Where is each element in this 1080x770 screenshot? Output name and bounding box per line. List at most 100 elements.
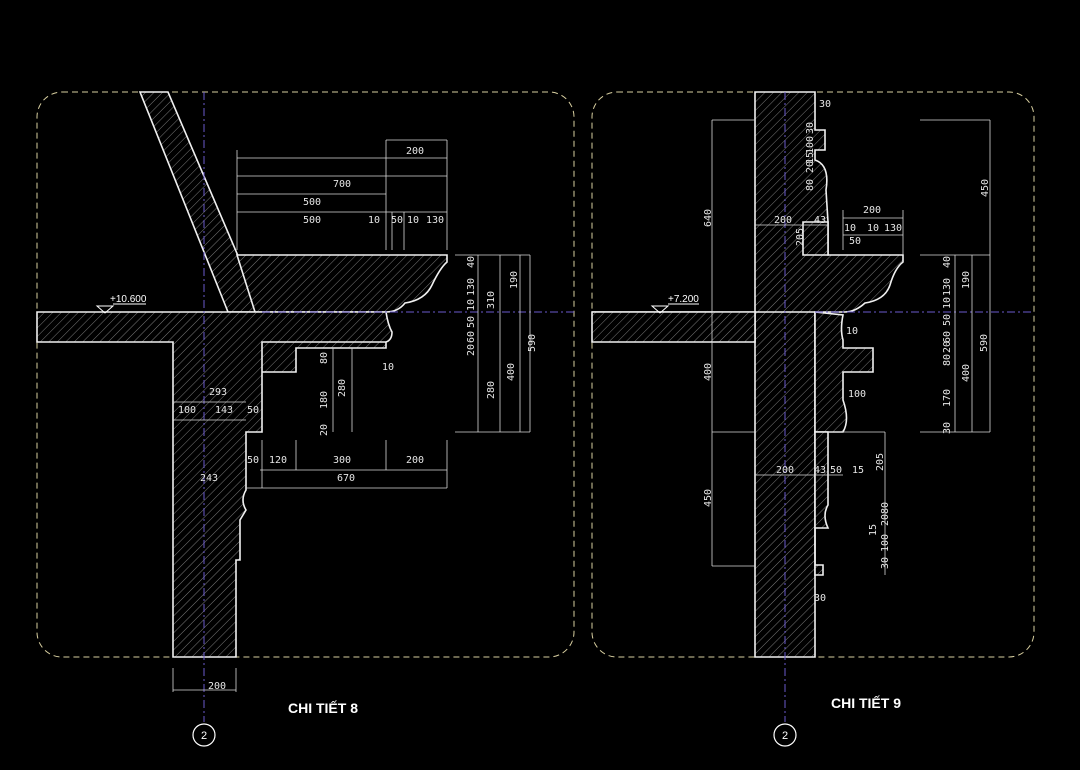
dimension-label: 200 [406, 146, 424, 157]
dimension-label: 50 [942, 314, 953, 326]
grid-axis-label: 2 [782, 730, 788, 742]
dimension-label: 30 [819, 99, 831, 110]
dimension-label: 300 [333, 455, 351, 466]
dimension-label: 30 [805, 122, 816, 134]
dimension-label: 80 [319, 352, 330, 364]
inclined-roof-slab [138, 91, 264, 313]
dimension-label: 180 [319, 391, 330, 409]
dimension-label: 60 [466, 331, 477, 343]
dimension-label: 143 [215, 405, 233, 416]
dimension-label: 20 [942, 341, 953, 353]
floor-slab-and-moulding [592, 221, 874, 433]
dimension-label: 640 [703, 209, 714, 227]
dimension-label: 130 [466, 278, 477, 296]
detail-title: CHI TIẾT 9 [831, 695, 901, 711]
dimension-label: 40 [942, 256, 953, 268]
dimension-label: 700 [333, 179, 351, 190]
dimension-label: 243 [200, 473, 218, 484]
dimension-label: 15 [852, 465, 864, 476]
dimension-label: 50 [466, 316, 477, 328]
dimension-label: 500 [303, 197, 321, 208]
dimension-label: 170 [942, 389, 953, 407]
dimension-label: 10 [942, 297, 953, 309]
grid-axis-bubble [773, 723, 797, 747]
detail-title: CHI TIẾT 8 [288, 700, 358, 716]
dimension-label: 30 [814, 593, 826, 604]
dimension-label: 100 [805, 136, 816, 154]
dimension-label: 10 [382, 362, 394, 373]
dimension-label: 10 [466, 299, 477, 311]
dimension-label: 10 [368, 215, 380, 226]
level-label: +7.200 [668, 294, 699, 305]
dimension-lines [172, 139, 531, 692]
detail-9-section: +7.200 2 CHI TIẾT 9 [591, 91, 1034, 747]
dimension-label: 310 [486, 291, 497, 309]
level-label: +10.600 [110, 294, 147, 305]
dimension-label: 450 [980, 179, 991, 197]
dimension-lines [711, 119, 991, 575]
dimension-label: 500 [303, 215, 321, 226]
detail-8-section: +10.600 2 CHI TIẾT 8 [36, 91, 574, 747]
dimension-label: 20 [319, 424, 330, 436]
dimension-label: 130 [942, 278, 953, 296]
dimension-label: 20 [880, 514, 891, 526]
dimension-label: 50 [391, 215, 403, 226]
dimension-label: 590 [527, 334, 538, 352]
detail-8-frame [36, 91, 575, 658]
dimension-label: 80 [880, 502, 891, 514]
dimension-label: 50 [247, 405, 259, 416]
dimension-label: 590 [979, 334, 990, 352]
dimension-label: 43 [814, 465, 826, 476]
dimension-label: 20 [466, 344, 477, 356]
dimension-label: 280 [486, 381, 497, 399]
dimension-label: 130 [884, 223, 902, 234]
dimension-label: 200 [776, 465, 794, 476]
dimension-label: 400 [506, 363, 517, 381]
dimension-label: 100 [178, 405, 196, 416]
dimension-label: 15 [805, 152, 816, 164]
dimension-label: 400 [703, 363, 714, 381]
dimension-label: 10 [846, 326, 858, 337]
dimension-label: 190 [509, 271, 520, 289]
dimension-label: 130 [426, 215, 444, 226]
floor-slab-and-column [36, 311, 393, 658]
dimension-label: 40 [466, 256, 477, 268]
dimension-label: 120 [269, 455, 287, 466]
dimension-label: 205 [795, 228, 806, 246]
dimension-label: 20 [805, 161, 816, 173]
dimension-label: 400 [961, 364, 972, 382]
level-marker-icon [650, 305, 670, 314]
dimension-label: 30 [942, 422, 953, 434]
dimension-label: 100 [848, 389, 866, 400]
dimension-label: 670 [337, 473, 355, 484]
wall-and-cornice [754, 91, 904, 658]
dimension-label: 80 [805, 179, 816, 191]
dimension-label: 200 [863, 205, 881, 216]
cornice-body [235, 254, 448, 313]
dimension-label: 100 [880, 534, 891, 552]
dimension-label: 280 [337, 379, 348, 397]
floor-slab [591, 311, 756, 343]
grid-axis-bubble [192, 723, 216, 747]
dimension-label: 30 [880, 557, 891, 569]
level-marker-icon [95, 305, 115, 314]
dimension-label: 200 [774, 215, 792, 226]
dimension-label: 293 [209, 387, 227, 398]
dimension-label: 10 [867, 223, 879, 234]
dimension-label: 50 [849, 236, 861, 247]
dimension-label: 200 [208, 681, 226, 692]
dimension-label: 205 [875, 453, 886, 471]
lower-moulding [814, 431, 830, 576]
dimension-label: 50 [830, 465, 842, 476]
dimension-label: 190 [961, 271, 972, 289]
dimension-label: 450 [703, 489, 714, 507]
dimension-label: 15 [868, 524, 879, 536]
dimension-label: 60 [942, 331, 953, 343]
dimension-label: 80 [942, 354, 953, 366]
grid-axis-label: 2 [201, 730, 207, 742]
dimension-label: 10 [407, 215, 419, 226]
dimension-label: 43 [814, 215, 826, 226]
